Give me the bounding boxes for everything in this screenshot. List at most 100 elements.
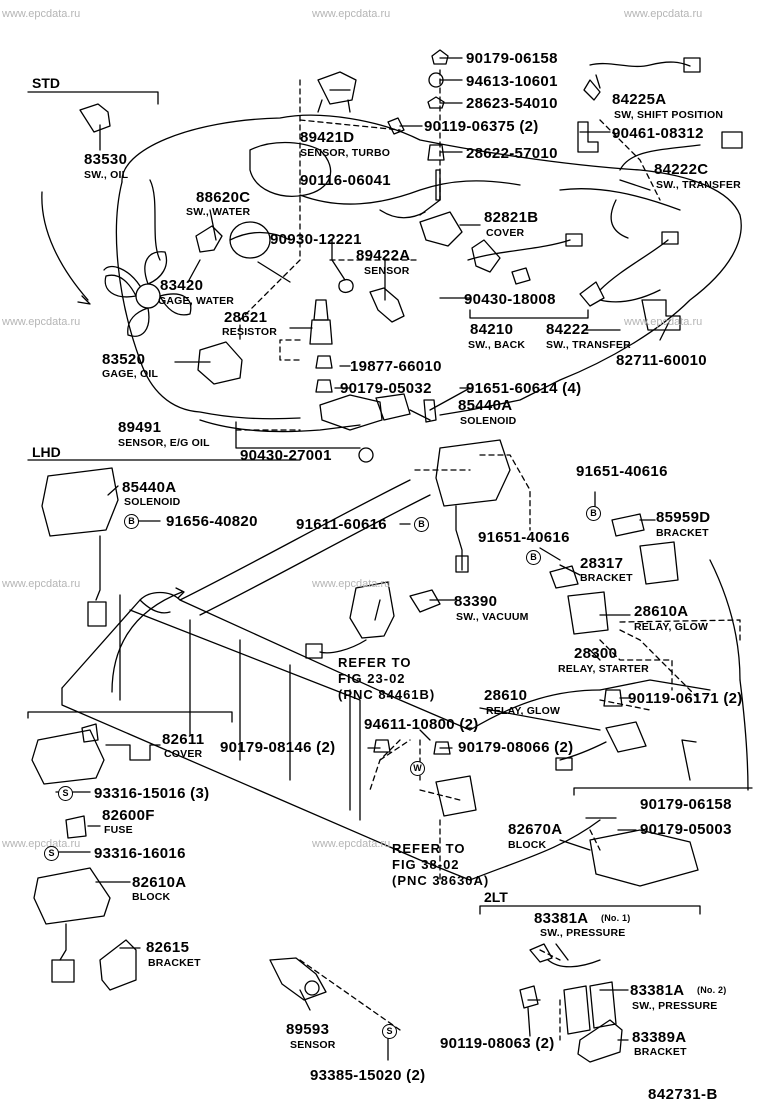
part-label: 94613-10601 [466,73,558,90]
part-label: 90179-06158 [640,796,732,813]
2lt-section-bracket [479,905,701,915]
part-label: 88620C [196,189,251,206]
washer-symbol-w: W [410,761,425,776]
fuse-block-bracket [27,711,233,723]
component-glyphs [31,49,743,1063]
section-title-lhd: LHD [32,444,61,460]
watermark: www.epcdata.ru [2,578,81,590]
part-label: 91651-40616 [478,529,570,546]
bolt-symbol-b: B [526,550,541,565]
solenoid-lhd-glyph [41,467,119,537]
fuse-block-glyph [33,867,111,925]
part-desc: RELAY, GLOW [486,705,561,717]
part-label: 90179-05032 [340,380,432,397]
part-desc: SENSOR [290,1039,336,1051]
part-label: 89491 [118,419,162,436]
part-desc: SW., PRESSURE [632,1000,718,1012]
part-label: 90179-05003 [640,821,732,838]
turbo-sensor-glyph [317,71,357,105]
part-label: 91656-40820 [166,513,258,530]
arrow-lhd [111,591,183,693]
watermark: www.epcdata.ru [2,838,81,850]
section-title-2lt: 2LT [484,889,508,905]
part-desc: SW., WATER [186,206,251,218]
part-desc: BLOCK [508,839,547,851]
part-desc: SOLENOID [124,496,181,508]
part-label: 85440A [458,397,513,414]
part-label: 83389A [632,1029,687,1046]
part-label: 84225A [612,91,667,108]
part-desc: SW., TRANSFER [656,179,741,191]
part-label: 28621 [224,309,268,326]
screw-symbol-s: S [58,786,73,801]
part-label: 28317 [580,555,624,572]
part-desc: BRACKET [634,1046,687,1058]
screw-symbol-s: S [44,846,59,861]
bolt-symbol-b: B [124,514,139,529]
part-label: 89593 [286,1021,330,1038]
dashed-leaders [235,69,741,1041]
part-label: 90179-08066 (2) [458,739,574,756]
part-label: 85959D [656,509,711,526]
bolt-symbol-b: B [586,506,601,521]
arrow-std [41,191,89,301]
part-label: 91651-40616 [576,463,668,480]
part-desc: GAGE, OIL [102,368,159,380]
refer-text: (PNC 84461B) [338,687,436,702]
part-desc: SENSOR, E/G OIL [118,437,210,449]
refer-text: FIG 23-02 [338,671,406,686]
part-label: 89422A [356,247,411,264]
part-label: 93316-16016 [94,845,186,862]
watermark: www.epcdata.ru [624,316,703,328]
part-label: 84222C [654,161,709,178]
watermark: www.epcdata.ru [624,8,703,20]
screw-symbol-s: S [382,1024,397,1039]
arrow-relay [681,739,697,781]
part-desc: COVER [164,748,203,760]
watermark: www.epcdata.ru [2,316,81,328]
watermark: www.epcdata.ru [2,8,81,20]
part-label: 28622-57010 [466,145,558,162]
part-label: 83390 [454,593,498,610]
part-label: 90119-06375 (2) [424,118,539,135]
part-label: 84210 [470,321,514,338]
block-section-bracket [573,787,753,796]
part-label: 90116-06041 [300,172,391,189]
refer-text: FIG 38-02 [392,857,460,872]
part-desc: RELAY, GLOW [634,621,709,633]
part-note: (No. 2) [697,985,727,995]
part-label: 82711-60010 [616,352,707,369]
part-label: 83520 [102,351,146,368]
part-desc: SW., VACUUM [456,611,529,623]
part-label: 93385-15020 (2) [310,1067,426,1084]
part-desc: RESISTOR [222,326,278,338]
part-desc: SOLENOID [460,415,517,427]
part-desc: GAGE, WATER [158,295,235,307]
bolt-symbol-b: B [414,517,429,532]
part-desc: SW., BACK [468,339,526,351]
part-label: 83381A [534,910,589,927]
part-label: 83420 [160,277,204,294]
part-desc: COVER [486,227,525,239]
watermark: www.epcdata.ru [312,8,391,20]
watermark: www.epcdata.ru [312,578,391,590]
part-label: 91611-60616 [296,516,387,533]
watermark: www.epcdata.ru [312,838,391,850]
part-label: 82615 [146,939,190,956]
part-desc: BRACKET [656,527,709,539]
solenoid-glyph [435,439,511,507]
refer-text: REFER TO [338,655,412,670]
section-title-std: STD [32,75,60,91]
part-label: 83530 [84,151,128,168]
part-label: 19877-66010 [350,358,442,375]
part-label: 91651-60614 (4) [466,380,582,397]
block-2-glyph [589,829,699,887]
part-desc: SW, SHIFT POSITION [614,109,724,121]
refer-text: REFER TO [392,841,466,856]
part-label: 90430-27001 [240,447,332,464]
part-label: 90179-08146 (2) [220,739,336,756]
fan-blades [103,251,192,337]
part-label: 85440A [122,479,177,496]
